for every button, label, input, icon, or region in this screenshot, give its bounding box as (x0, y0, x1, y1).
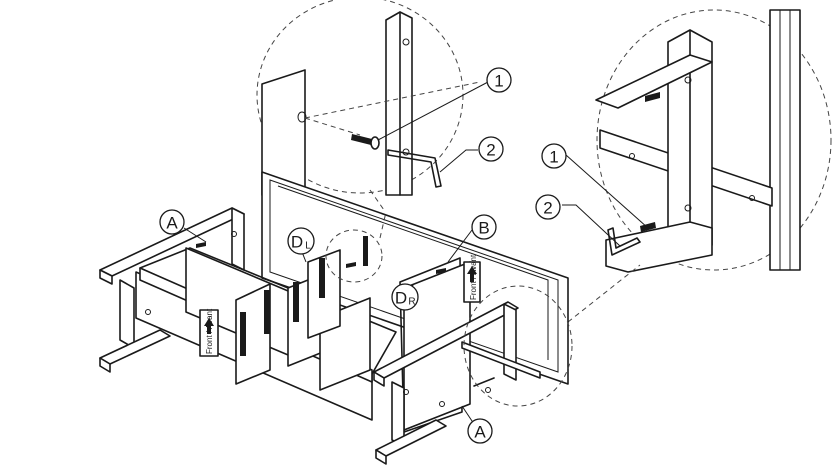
svg-text:Front / Avant: Front / Avant (469, 254, 478, 300)
svg-text:A: A (474, 423, 486, 442)
detail-zone-top (325, 229, 383, 283)
callout-part-b: B (471, 214, 497, 240)
detail-zone-right (463, 285, 573, 407)
callout-part-2-right: 2 (535, 194, 561, 220)
callout-part-dl: D L (287, 227, 315, 255)
front-label-left: Front / Avant (199, 308, 219, 357)
svg-text:A: A (166, 214, 178, 233)
callout-part-a-left: A (159, 209, 185, 235)
svg-text:2: 2 (486, 141, 495, 160)
svg-text:2: 2 (543, 199, 552, 218)
svg-text:B: B (478, 219, 489, 238)
screw-icon (351, 134, 380, 150)
callout-part-2-top: 2 (478, 136, 504, 162)
svg-text:1: 1 (494, 72, 503, 91)
detail-circle-right (562, 9, 832, 323)
svg-text:L: L (305, 241, 311, 252)
front-label-right: Front / Avant (463, 254, 481, 303)
callout-part-1-right: 1 (541, 143, 567, 169)
callout-part-1-top: 1 (486, 67, 512, 93)
svg-text:D: D (395, 289, 407, 308)
tv-stand-assembly (99, 171, 569, 465)
allen-key-icon (607, 227, 641, 256)
svg-text:R: R (408, 297, 415, 308)
svg-text:1: 1 (549, 148, 558, 167)
callout-part-dr: D R (391, 283, 419, 311)
callout-part-a-bottom: A (467, 418, 493, 444)
detail-circle-top (256, 0, 489, 196)
svg-text:D: D (291, 233, 303, 252)
svg-text:Front / Avant: Front / Avant (205, 308, 214, 354)
allen-key-icon (387, 149, 442, 188)
